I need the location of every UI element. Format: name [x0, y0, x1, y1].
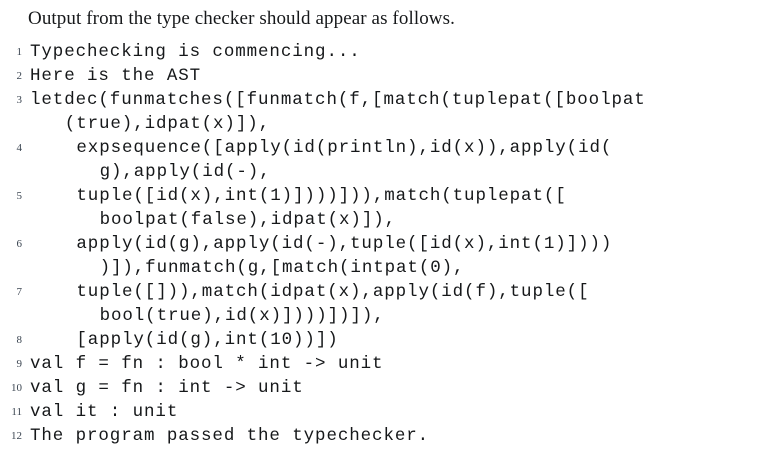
code-line-continuation: (true),idpat(x)]),: [64, 114, 271, 134]
line-number: 5: [16, 190, 23, 202]
code-line-text: Here is the AST: [30, 66, 202, 86]
line-number: 6: [16, 238, 23, 250]
line-number: 4: [16, 142, 23, 154]
code-line-text: tuple([])),match(idpat(x),apply(id(f),tu…: [22, 280, 780, 328]
code-line-text: [apply(id(g),int(10))]): [76, 330, 339, 350]
line-number: 7: [16, 286, 23, 298]
code-line-text: letdec(funmatches([funmatch(f,[match(tup…: [22, 88, 780, 136]
code-line-text: val it : unit: [30, 402, 179, 422]
code-line-text: tuple([id(x),int(1)])))])),match(tuplepa…: [22, 184, 780, 232]
code-line: 11 val it : unit: [0, 400, 780, 424]
code-line: 12 The program passed the typechecker.: [0, 424, 780, 448]
code-line: 1 Typechecking is commencing...: [0, 40, 780, 64]
line-number: 9: [16, 358, 23, 370]
code-line-continuation: )]),funmatch(g,[match(intpat(0),: [99, 258, 465, 278]
code-line-text: The program passed the typechecker.: [30, 426, 430, 446]
code-line: 9 val f = fn : bool * int -> unit: [0, 352, 780, 376]
line-number: 3: [16, 94, 23, 106]
line-number: 12: [11, 430, 22, 442]
code-line-continuation: boolpat(false),idpat(x)]),: [99, 210, 397, 230]
code-line-continuation: bool(true),id(x)])))])]),: [99, 306, 385, 326]
code-line: 2 Here is the AST: [0, 64, 780, 88]
line-number: 2: [16, 70, 23, 82]
code-line-text: apply(id(g),apply(id(-),tuple([id(x),int…: [22, 232, 780, 280]
code-listing: 1 Typechecking is commencing... 2 Here is t…: [0, 40, 780, 448]
code-line: 10 val g = fn : int -> unit: [0, 376, 780, 400]
code-line-continuation: g),apply(id(-),: [99, 162, 271, 182]
code-line-text: val g = fn : int -> unit: [30, 378, 304, 398]
figure-caption: Output from the type checker should appe…: [28, 8, 455, 29]
code-line-text: expsequence([apply(id(println),id(x)),ap…: [22, 136, 780, 184]
line-number: 1: [16, 46, 23, 58]
code-line-text: Typechecking is commencing...: [30, 42, 361, 62]
line-number: 11: [11, 406, 22, 418]
line-number: 10: [11, 382, 22, 394]
line-number: 8: [16, 334, 23, 346]
code-line: 8 [apply(id(g),int(10))]): [0, 328, 780, 352]
code-line-text: val f = fn : bool * int -> unit: [30, 354, 384, 374]
